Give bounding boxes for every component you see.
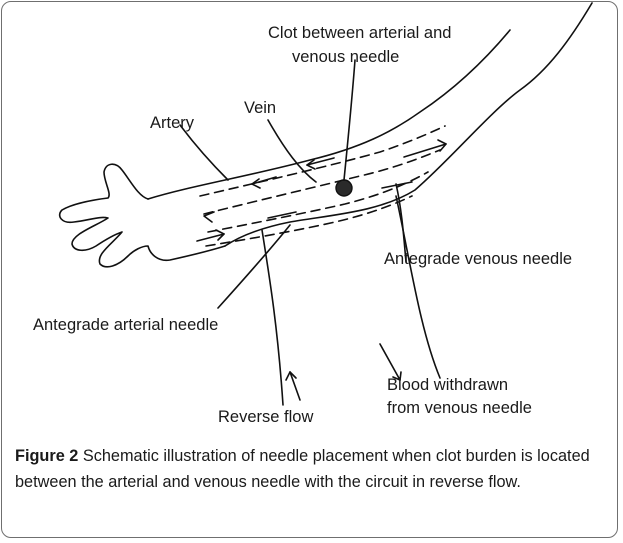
label-antegrade-arterial: Antegrade arterial needle [33,316,218,334]
label-reverse-flow: Reverse flow [218,408,313,426]
reverse-flow-arrow [286,372,300,400]
label-blood-line1: Blood withdrawn [387,376,508,394]
label-vein: Vein [244,99,276,117]
leader-lines [180,60,440,405]
withdrawn-arrow [380,344,401,380]
caption-prefix: Figure 2 [15,447,78,465]
caption-text: Schematic illustration of needle placeme… [15,447,590,491]
label-artery: Artery [150,114,195,132]
arm-outline [60,3,592,267]
label-clot-line1: Clot between arterial and [268,24,451,42]
label-blood-line2: from venous needle [387,399,532,417]
label-clot-line2: venous needle [292,48,399,66]
label-antegrade-venous: Antegrade venous needle [384,250,572,268]
vessels [200,126,445,246]
clot-icon [336,180,352,196]
figure-caption: Figure 2 Schematic illustration of needl… [15,443,615,495]
flow-arrows [197,140,446,241]
